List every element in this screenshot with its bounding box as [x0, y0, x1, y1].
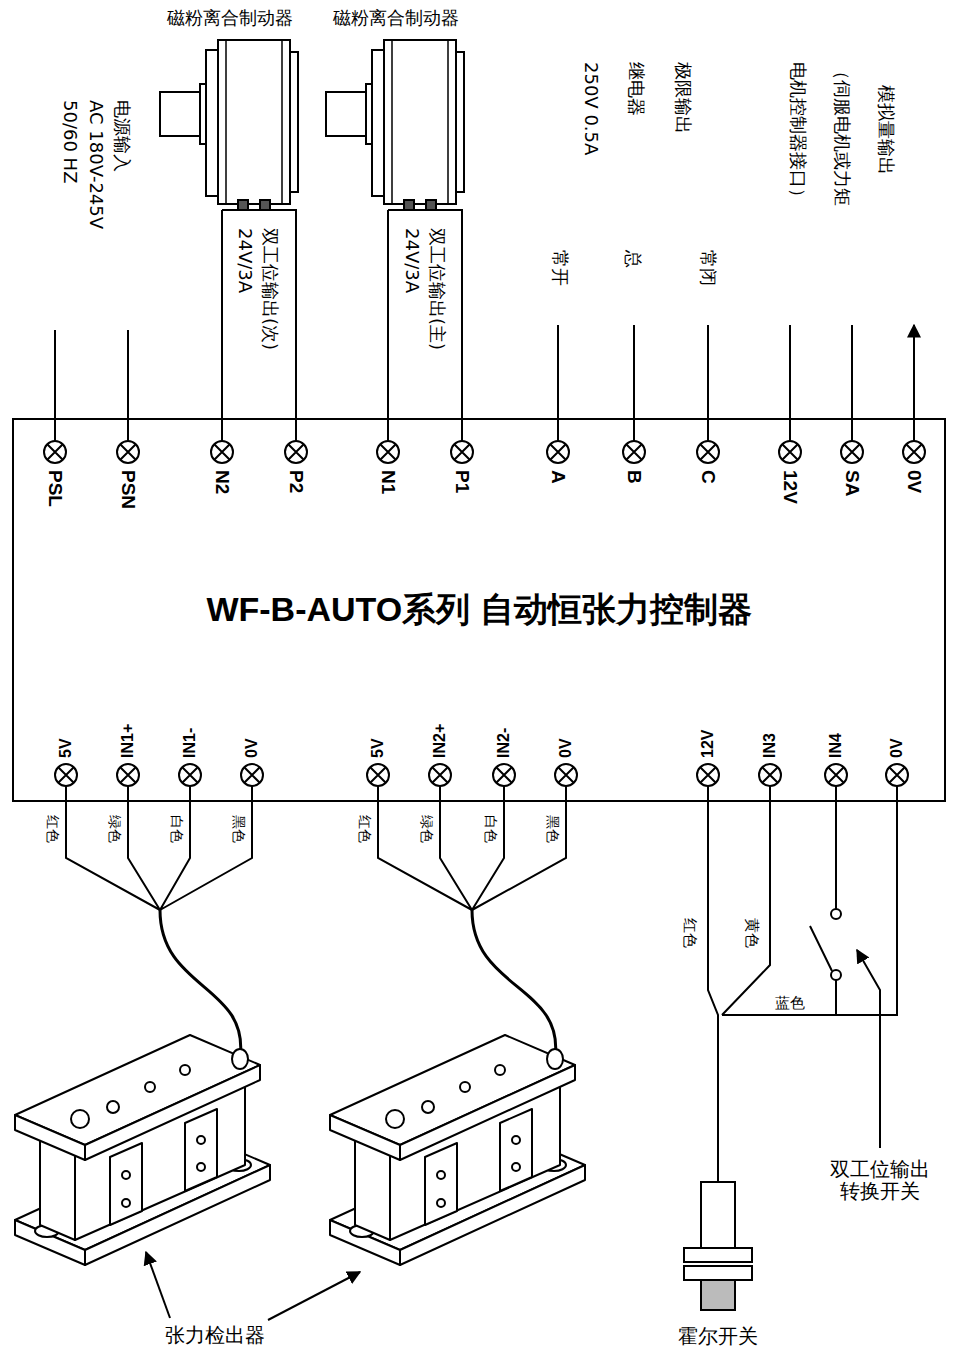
node-text: 磁粉离合制动器 — [333, 8, 459, 29]
label-text: 红色 — [356, 815, 371, 843]
brake-box: 磁粉离合制动器 — [150, 8, 310, 210]
label-text: 黄色 — [744, 918, 761, 948]
label-text: 双工位输出(主) — [427, 228, 447, 350]
pin-name: PSN — [118, 470, 139, 509]
controller-box: WF-B-AUTO系列 自动恒张力控制器 — [12, 418, 946, 802]
pin-name: SA — [842, 470, 863, 496]
pin-name: IN2- — [495, 728, 513, 758]
callout-arrow — [857, 950, 880, 1148]
label-text: 蓝色 — [775, 995, 805, 1012]
label-text: 绿色 — [418, 815, 433, 843]
label-text: 白色 — [168, 815, 183, 843]
label-text: 双工位输出 转换开关 — [824, 1158, 936, 1202]
pin-name: 5V — [369, 738, 387, 758]
callout-arrow — [268, 1272, 360, 1320]
wire-connector — [708, 802, 718, 1172]
node-text: 磁粉离合制动器 — [167, 8, 293, 29]
switch-wires — [810, 786, 836, 1015]
label-text: 绿色 — [106, 815, 121, 843]
label-text: 常开 — [550, 250, 570, 286]
pin-name: 0V — [243, 738, 261, 758]
pin-name: IN1+ — [119, 724, 137, 758]
switch-contact — [831, 909, 841, 919]
pin-name: IN4 — [827, 733, 845, 758]
pin-name: PSL — [45, 470, 66, 507]
pin-name: 0V — [557, 738, 575, 758]
label-text: 常闭 — [698, 250, 718, 286]
label-text: （伺服电机或力矩 — [832, 62, 852, 206]
pin-name: C — [698, 470, 719, 484]
callout-arrow — [146, 1252, 170, 1318]
label-text: 极限输出 — [673, 62, 693, 134]
label-text: 红色 — [682, 918, 699, 948]
pin-name: P1 — [452, 470, 473, 493]
label-text: 电源输入 — [112, 100, 132, 172]
pin-name: N1 — [378, 470, 399, 494]
pin-name: 0V — [904, 470, 925, 493]
label-text: AC 180V-245V — [86, 100, 106, 229]
label-text: 24V/3A — [402, 228, 422, 293]
label-text: 黑色 — [544, 815, 559, 843]
detector — [15, 1035, 270, 1265]
pin-name: A — [548, 470, 569, 484]
brake-box: 磁粉离合制动器 — [316, 8, 476, 210]
detector2-wires — [378, 786, 566, 910]
wire-connector — [221, 210, 223, 418]
label-text: 张力检出器 — [165, 1324, 265, 1346]
pin-name: IN2+ — [431, 724, 449, 758]
label-text: 黑色 — [230, 815, 245, 843]
node-text: 霍尔开关 — [678, 1325, 758, 1348]
detector — [330, 1035, 585, 1265]
label-text: 双工位输出(次) — [260, 228, 280, 350]
node-text: WF-B-AUTO系列 自动恒张力控制器 — [206, 590, 751, 629]
label-text: 继电器 — [626, 62, 646, 116]
label-text: 总 — [623, 250, 643, 268]
pin-name: 12V — [699, 730, 717, 758]
pin-name: 5V — [57, 738, 75, 758]
label-text: 250V 0.5A — [581, 62, 601, 155]
switch-contact — [831, 970, 841, 980]
brake — [160, 40, 298, 210]
hall-wires — [708, 786, 897, 1184]
label-text: 模拟量输出 — [876, 85, 896, 175]
terminals — [44, 441, 925, 786]
top-wires — [55, 325, 914, 441]
pin-name: N2 — [212, 470, 233, 494]
pin-name: B — [624, 470, 645, 484]
hall-switch — [684, 1182, 752, 1310]
brake-wires — [222, 210, 462, 441]
wire-connector — [387, 210, 389, 418]
label-text: 电机控制器接口） — [788, 62, 808, 206]
label-text: 24V/3A — [235, 228, 255, 293]
label-text: 白色 — [482, 815, 497, 843]
pin-name: 0V — [888, 738, 906, 758]
detector-cable — [160, 910, 556, 1058]
label-text: 50/60 HZ — [60, 100, 80, 183]
detector1-wires — [66, 786, 252, 910]
brake — [326, 40, 464, 210]
pin-name: IN3 — [761, 733, 779, 758]
pin-name: P2 — [286, 470, 307, 493]
pin-name: IN1- — [181, 728, 199, 758]
pin-name: 12V — [780, 470, 801, 504]
label-text: 红色 — [44, 815, 59, 843]
hall-switch-box: 霍尔开关 — [655, 1172, 780, 1348]
